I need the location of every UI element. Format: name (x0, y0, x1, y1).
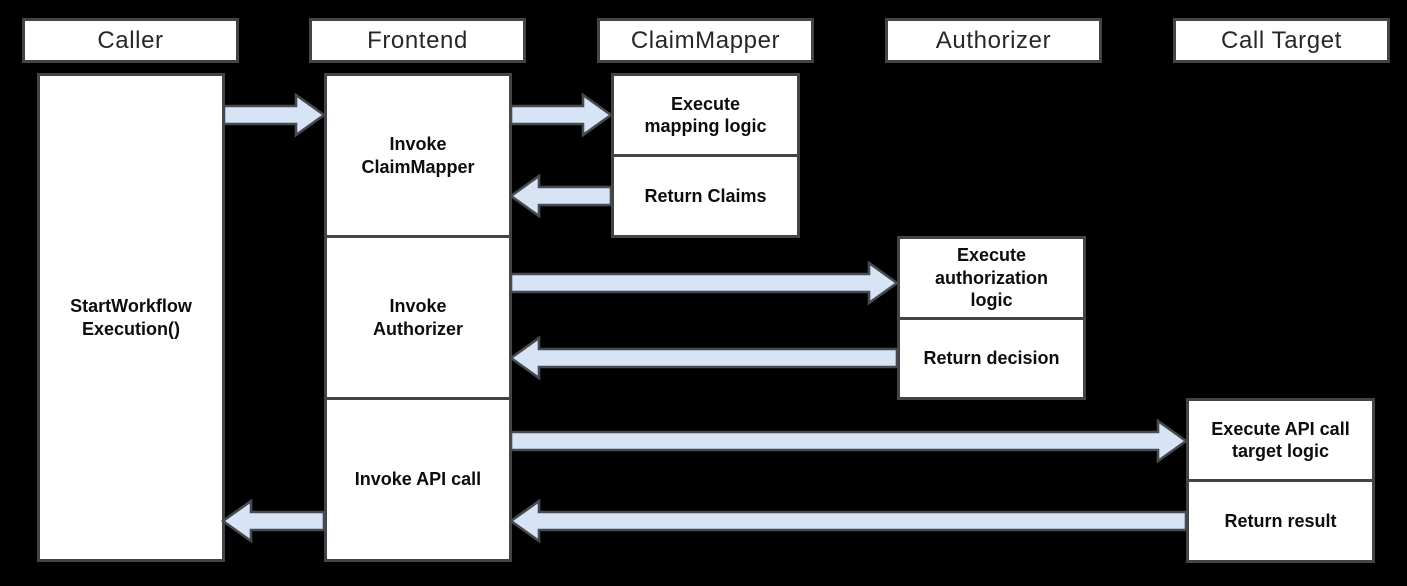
arrow-frontend-to-call-target-icon (509, 418, 1188, 464)
arrow-frontend-to-claim-mapper-icon (509, 92, 613, 138)
lane-header-authorizer-label: Authorizer (935, 26, 1052, 54)
call-target-activation-box: Execute API call target logic Return res… (1186, 398, 1375, 563)
authorizer-execute-label: Execute authorization logic (935, 245, 1048, 310)
lane-header-caller: Caller (22, 18, 239, 63)
authorizer-return-label: Return decision (923, 348, 1060, 368)
lane-header-frontend-label: Frontend (367, 26, 468, 54)
call-target-return-segment: Return result (1189, 479, 1372, 560)
lane-header-claim-mapper-label: ClaimMapper (630, 26, 781, 54)
caller-activation-segment: StartWorkflow Execution() (40, 76, 222, 559)
lane-header-caller-label: Caller (97, 26, 164, 54)
authorizer-return-segment: Return decision (900, 316, 1083, 398)
arrow-call-target-to-frontend-icon (509, 498, 1188, 544)
call-target-return-label: Return result (1224, 510, 1337, 531)
authorizer-activation-box: Execute authorization logic Return decis… (897, 236, 1086, 400)
arrow-claim-mapper-to-frontend-icon (509, 173, 613, 219)
lane-header-call-target: Call Target (1173, 18, 1390, 63)
claim-mapper-execute-label: Execute mapping logic (644, 93, 767, 137)
claim-mapper-return-segment: Return Claims (614, 154, 797, 235)
lane-header-call-target-label: Call Target (1221, 26, 1342, 54)
call-target-execute-label: Execute API call target logic (1211, 418, 1350, 462)
arrow-frontend-to-authorizer-icon (509, 260, 899, 306)
lane-header-authorizer: Authorizer (885, 18, 1102, 63)
claim-mapper-execute-segment: Execute mapping logic (614, 76, 797, 154)
caller-activation-box: StartWorkflow Execution() (37, 73, 225, 562)
arrow-authorizer-to-frontend-icon (509, 335, 899, 381)
call-target-execute-segment: Execute API call target logic (1189, 401, 1372, 479)
frontend-invoke-authorizer-label: Invoke Authorizer (373, 296, 463, 339)
lane-header-claim-mapper: ClaimMapper (597, 18, 814, 63)
frontend-invoke-claim-mapper-label: Invoke ClaimMapper (361, 134, 475, 177)
authorizer-execute-segment: Execute authorization logic (900, 239, 1083, 317)
arrow-frontend-to-caller-icon (221, 498, 326, 544)
frontend-segment-invoke-claim-mapper: Invoke ClaimMapper (327, 76, 509, 235)
caller-activation-label: StartWorkflow Execution() (70, 296, 192, 339)
frontend-invoke-api-call-label: Invoke API call (354, 469, 482, 490)
lane-header-frontend: Frontend (309, 18, 526, 63)
arrow-caller-to-frontend-icon (222, 92, 326, 138)
frontend-segment-invoke-api-call: Invoke API call (327, 397, 509, 559)
frontend-segment-invoke-authorizer: Invoke Authorizer (327, 235, 509, 397)
claim-mapper-return-label: Return Claims (644, 185, 767, 206)
claim-mapper-activation-box: Execute mapping logic Return Claims (611, 73, 800, 238)
frontend-activation-box: Invoke ClaimMapper Invoke Authorizer Inv… (324, 73, 512, 562)
